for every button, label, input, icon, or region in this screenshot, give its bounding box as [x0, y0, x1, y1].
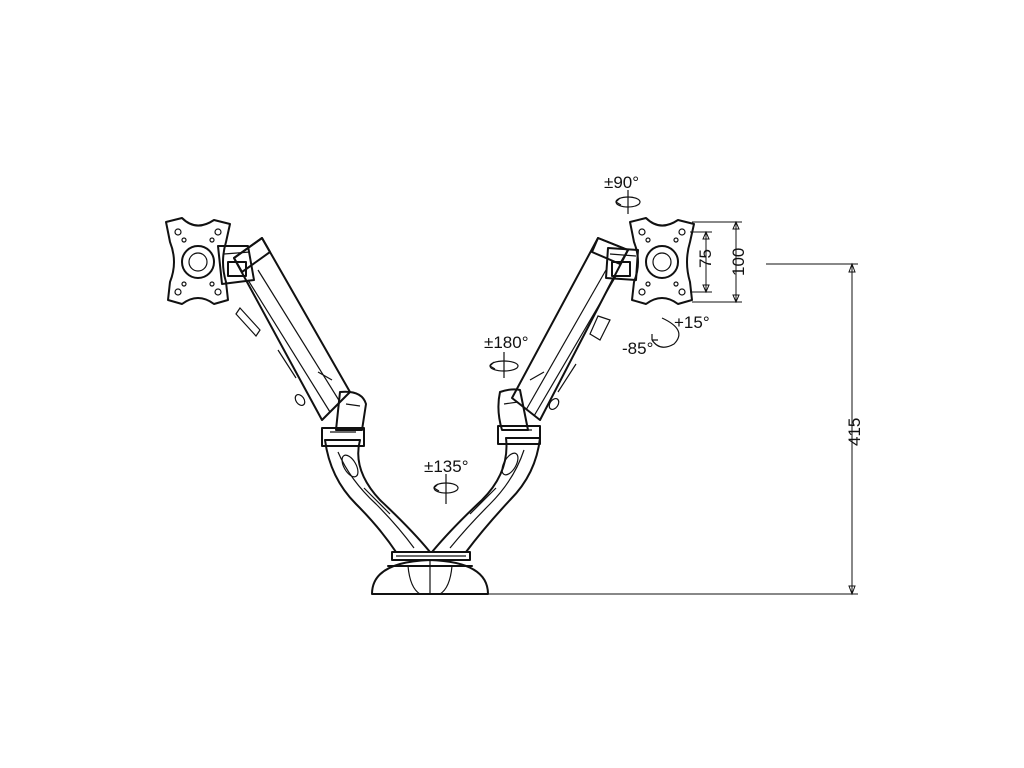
rotation-arrow-135: [433, 474, 459, 504]
height-label-415: 415: [845, 418, 864, 446]
vesa-label-100: 100: [729, 248, 748, 276]
left-lower-arm: [321, 427, 431, 553]
right-tilt-head: [605, 247, 639, 281]
desk-clamp-base: [371, 551, 489, 595]
right-upper-arm: [511, 237, 629, 421]
right-elbow-joint: [497, 388, 529, 431]
right-lower-arm: [431, 425, 541, 553]
tilt-label-up: +15°: [674, 313, 710, 332]
vesa-label-75: 75: [696, 249, 715, 268]
left-elbow-joint: [335, 390, 367, 431]
tilt-arrow: [651, 317, 680, 348]
rotation-arrow-90: [615, 190, 641, 214]
rotation-arrow-180: [489, 352, 519, 378]
rotation-label-90: ±90°: [604, 173, 639, 192]
tilt-label-down: -85°: [622, 339, 653, 358]
rotation-label-180: ±180°: [484, 333, 529, 352]
rotation-label-135: ±135°: [424, 457, 469, 476]
vesa-dimensions: [690, 220, 742, 304]
left-vesa-plate: [165, 217, 231, 305]
left-tilt-head: [217, 245, 255, 285]
height-dimension: [488, 262, 858, 596]
left-upper-arm: [233, 237, 351, 421]
right-vesa-plate: [629, 217, 695, 305]
